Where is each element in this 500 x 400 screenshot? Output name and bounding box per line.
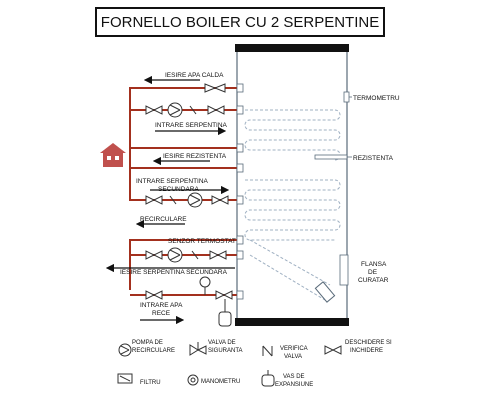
- primary-coil: [244, 109, 341, 161]
- legend-verifica-1: VERIFICA: [280, 346, 308, 352]
- pump-icon: [187, 192, 203, 208]
- label-leaders: [347, 96, 352, 158]
- legend-valva-1: VALVA DE: [208, 340, 236, 346]
- tank-top-cap: [235, 44, 349, 52]
- legend: POMPA DE RECIRCULARE VALVA DE SIGURANTA …: [117, 340, 392, 388]
- legend-deschidere-1: DESCHIDERE SI: [345, 340, 392, 346]
- label-rezistenta: REZISTENTA: [353, 155, 394, 162]
- tank-connections: [236, 83, 244, 300]
- label-intrare-serpentina-secundara-2: SECUNDARA: [158, 186, 199, 193]
- pump-icon: [167, 102, 183, 118]
- check-valve-icon: [169, 105, 199, 260]
- label-intrare-serpentina: INTRARE SERPENTINA: [155, 122, 228, 129]
- legend-manometru: MANOMETRU: [201, 379, 240, 385]
- cleaning-flange: [249, 239, 336, 303]
- expansion-vessel-icon: [218, 299, 232, 327]
- pump-icon: [118, 343, 132, 357]
- legend-deschidere-2: INCHIDERE: [350, 348, 383, 354]
- safety-valve-icon: [189, 342, 207, 356]
- secondary-coil: [244, 179, 341, 241]
- flange-housing: [339, 254, 349, 286]
- flow-arrows: [105, 75, 235, 325]
- tank-bottom-cap: [235, 318, 349, 326]
- label-flansa-3: CURATAR: [358, 277, 389, 284]
- label-iesire-apa-calda: IESIRE APA CALDA: [165, 72, 224, 79]
- label-recirculare: RECIRCULARE: [140, 216, 187, 223]
- expansion-vessel-icon: [261, 370, 275, 387]
- gate-valve-icon: [145, 83, 233, 300]
- legend-verifica-2: VALVA: [284, 354, 302, 360]
- filter-icon: [117, 373, 133, 384]
- check-valve-icon: [262, 345, 273, 357]
- resistance-element: [314, 154, 348, 160]
- legend-filtru: FILTRU: [140, 380, 161, 386]
- label-flansa-1: FLANSA: [361, 261, 387, 268]
- legend-vas-2: EXPANSIUNE: [275, 382, 313, 388]
- manometer-icon: [199, 276, 211, 295]
- manometer-icon: [187, 374, 199, 386]
- gate-valve-icon: [324, 345, 342, 355]
- label-flansa-2: DE: [368, 269, 378, 276]
- pump-icon: [167, 247, 183, 263]
- label-iesire-serpentina-secundara: IESIRE SERPENTINA SECUNDARA: [120, 269, 228, 276]
- legend-valva-2: SIGURANTA: [208, 348, 243, 354]
- diagram-title: FORNELLO BOILER CU 2 SERPENTINE: [95, 7, 385, 37]
- label-senzor-termostat: SENZOR TERMOSTAT: [168, 238, 236, 245]
- house-icon: [100, 143, 126, 167]
- label-termometru: TERMOMETRU: [353, 95, 400, 102]
- legend-vas-1: VAS DE: [283, 374, 305, 380]
- label-iesire-rezistenta: IESIRE REZISTENTA: [163, 153, 227, 160]
- label-intrare-serpentina-secundara-1: INTRARE SERPENTINA: [136, 178, 209, 185]
- legend-pompa-1: POMPA DE: [132, 340, 163, 346]
- legend-pompa-2: RECIRCULARE: [132, 348, 175, 354]
- label-intrare-apa-1: INTRARE APA: [140, 302, 183, 309]
- thermometer-fitting: [343, 91, 350, 103]
- boiler-tank: [235, 44, 349, 326]
- label-intrare-apa-2: RECE: [152, 310, 171, 317]
